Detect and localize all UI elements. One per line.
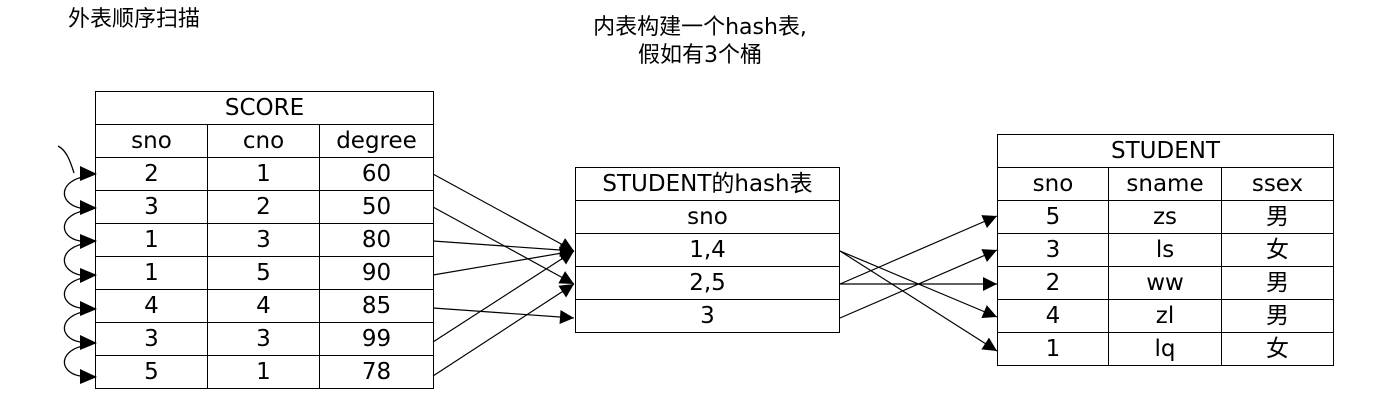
score-cell: 1 — [207, 157, 320, 191]
score-header-row: sno cno degree — [95, 124, 435, 158]
student-cell: 2 — [997, 266, 1109, 300]
probe-arrow — [432, 250, 575, 343]
bucket-arrow — [839, 250, 998, 319]
hash-bucket: 1,4 — [575, 233, 840, 267]
score-cell: 4 — [95, 289, 208, 323]
student-cell: zl — [1108, 299, 1222, 333]
score-cell: 1 — [207, 355, 320, 389]
student-cell: zs — [1108, 200, 1222, 234]
student-cell: 1 — [997, 332, 1109, 366]
score-cell: 3 — [207, 223, 320, 257]
student-cell: 3 — [997, 233, 1109, 267]
probe-arrow — [432, 246, 575, 276]
score-cell: 1 — [95, 223, 208, 257]
bucket-arrow — [839, 215, 998, 285]
scan-loop-arrow — [63, 209, 89, 242]
student-cell: lq — [1108, 332, 1222, 366]
score-cell: 2 — [95, 157, 208, 191]
student-header-cell: sname — [1108, 167, 1222, 201]
probe-arrow — [432, 173, 575, 252]
bucket-arrow — [839, 249, 998, 319]
bucket-arrow — [839, 250, 998, 352]
score-cell: 2 — [207, 190, 320, 224]
hash-bucket: 2,5 — [575, 266, 840, 300]
score-cell: 4 — [207, 289, 320, 323]
student-cell: 5 — [997, 200, 1109, 234]
score-cell: 5 — [95, 355, 208, 389]
scan-start-arrow — [57, 145, 75, 174]
hash-bucket: 3 — [575, 299, 840, 333]
student-cell: ls — [1108, 233, 1222, 267]
student-cell: 女 — [1220, 332, 1335, 366]
score-cell: 1 — [95, 256, 208, 290]
student-cell: ww — [1108, 266, 1222, 300]
hash-header-cell: sno — [575, 200, 840, 234]
score-cell: 3 — [207, 322, 320, 356]
score-cell: 60 — [318, 157, 435, 191]
outer-table-caption: 外表顺序扫描 — [68, 7, 201, 32]
probe-arrow — [432, 283, 575, 377]
score-cell: 3 — [95, 190, 208, 224]
score-header-cell: degree — [318, 124, 435, 158]
score-cell: 85 — [318, 289, 435, 323]
score-cell: 5 — [207, 256, 320, 290]
student-header-cell: sno — [997, 167, 1109, 201]
score-cell: 78 — [318, 355, 435, 389]
student-header-cell: ssex — [1220, 167, 1335, 201]
probe-arrow — [432, 307, 575, 324]
inner-caption-line-2: 假如有3个桶 — [638, 43, 762, 68]
inner-table-caption: 内表构建一个hash表, 假如有3个桶 — [540, 14, 860, 70]
student-header-row: sno sname ssex — [997, 167, 1335, 201]
student-cell: 女 — [1220, 233, 1335, 267]
student-title: STUDENT — [996, 134, 1335, 168]
scan-loop-arrow — [63, 175, 89, 209]
score-cell: 3 — [95, 322, 208, 356]
score-header-cell: cno — [207, 124, 320, 158]
hash-title: STUDENT的hash表 — [575, 167, 840, 201]
student-cell: 男 — [1220, 266, 1335, 300]
scan-loop-arrow — [63, 242, 89, 276]
score-header-cell: sno — [95, 124, 208, 158]
student-cell: 男 — [1220, 200, 1335, 234]
hash-table: STUDENT的hash表 sno 1,4 2,5 3 — [575, 167, 840, 333]
inner-caption-line-1: 内表构建一个hash表, — [593, 15, 807, 40]
score-cell: 99 — [318, 322, 435, 356]
probe-arrow — [432, 206, 575, 285]
scan-loop-arrow — [63, 276, 89, 309]
probe-arrow — [432, 240, 575, 257]
student-cell: 男 — [1220, 299, 1335, 333]
score-cell: 80 — [318, 223, 435, 257]
score-cell: 90 — [318, 256, 435, 290]
scan-loop-arrow — [63, 310, 89, 343]
student-cell: 4 — [997, 299, 1109, 333]
score-title: SCORE — [94, 91, 435, 125]
score-cell: 50 — [318, 190, 435, 224]
scan-loop-arrow — [63, 344, 89, 377]
